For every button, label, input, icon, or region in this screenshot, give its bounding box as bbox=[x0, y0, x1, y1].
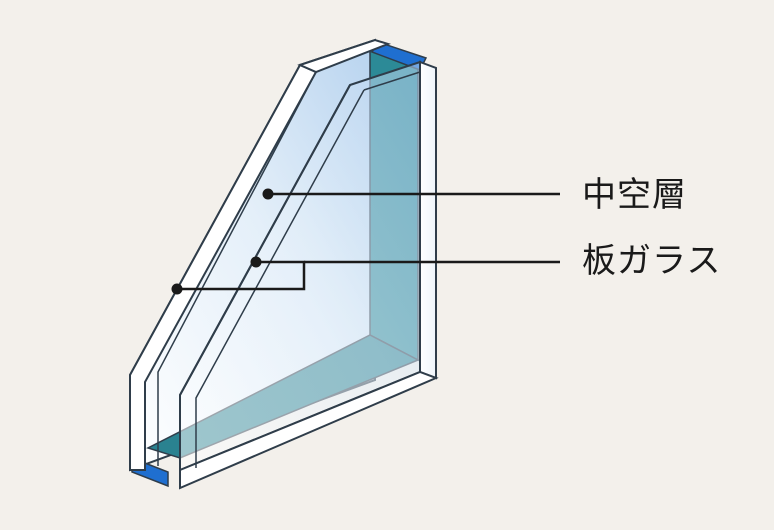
front-pane-inner-outline bbox=[363, 71, 421, 91]
front-pane-left-edge bbox=[179, 84, 351, 470]
front-pane-right-edge bbox=[419, 60, 437, 380]
leader-plate-glass bbox=[171, 256, 560, 295]
leader-hollow-layer bbox=[262, 188, 560, 200]
label-hollow-layer: 中空層 bbox=[582, 175, 687, 215]
rear-pane-top-edge bbox=[297, 38, 392, 74]
front-pane-bottom-edge bbox=[179, 370, 439, 490]
leader-glass-line bbox=[177, 260, 306, 291]
front-pane-inner-chamfer bbox=[195, 89, 365, 468]
label-plate-glass: 板ガラス bbox=[582, 241, 722, 281]
rear-pane-inner-outline bbox=[157, 71, 317, 466]
